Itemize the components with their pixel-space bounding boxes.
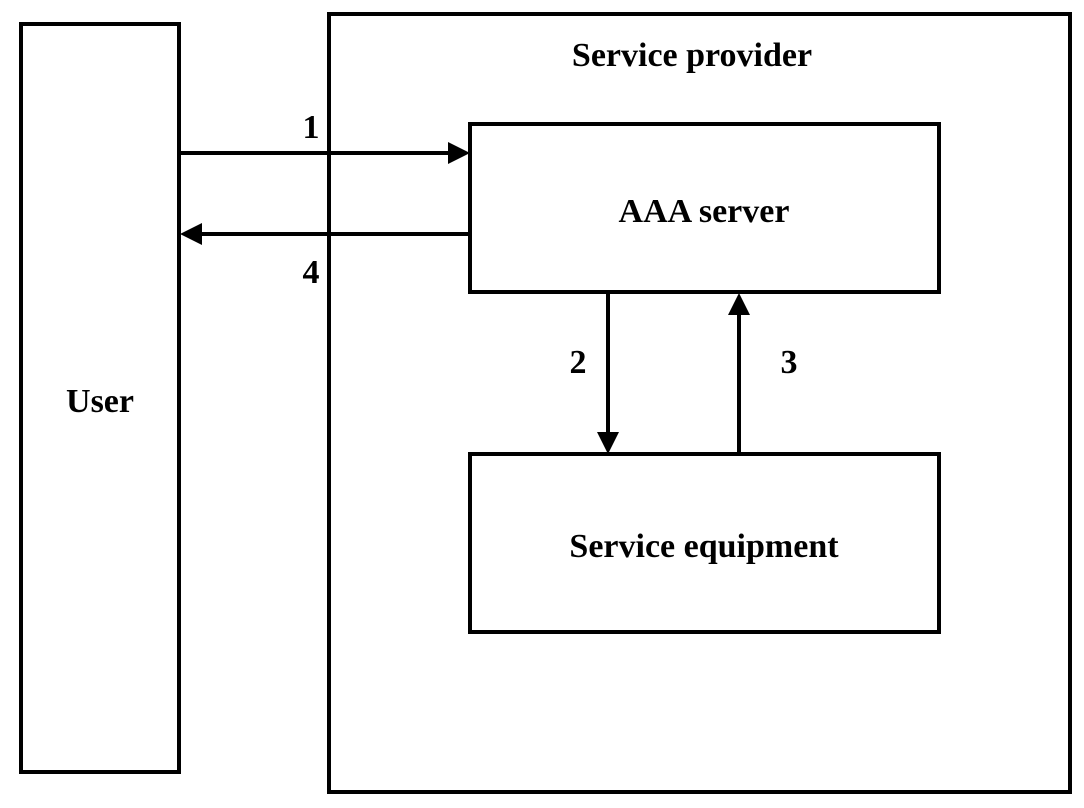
service-provider-node: Service provider <box>327 12 1072 794</box>
service-equipment-label: Service equipment <box>569 528 839 565</box>
aaa-server-node: AAA server <box>468 122 941 294</box>
arrow-4-label: 4 <box>303 254 320 291</box>
arrow-3-label: 3 <box>781 344 798 381</box>
arrow-2: 2 <box>570 292 619 454</box>
arrow-3: 3 <box>728 293 798 454</box>
arrow-4: 4 <box>180 223 470 291</box>
user-label: User <box>66 383 134 420</box>
arrow-1: 1 <box>179 109 470 164</box>
aaa-server-label: AAA server <box>619 193 790 230</box>
service-equipment-node: Service equipment <box>468 452 941 634</box>
service-provider-label: Service provider <box>572 37 812 74</box>
arrow-1-label: 1 <box>303 109 320 146</box>
arrow-2-label: 2 <box>570 344 587 381</box>
user-node: User <box>19 22 181 774</box>
